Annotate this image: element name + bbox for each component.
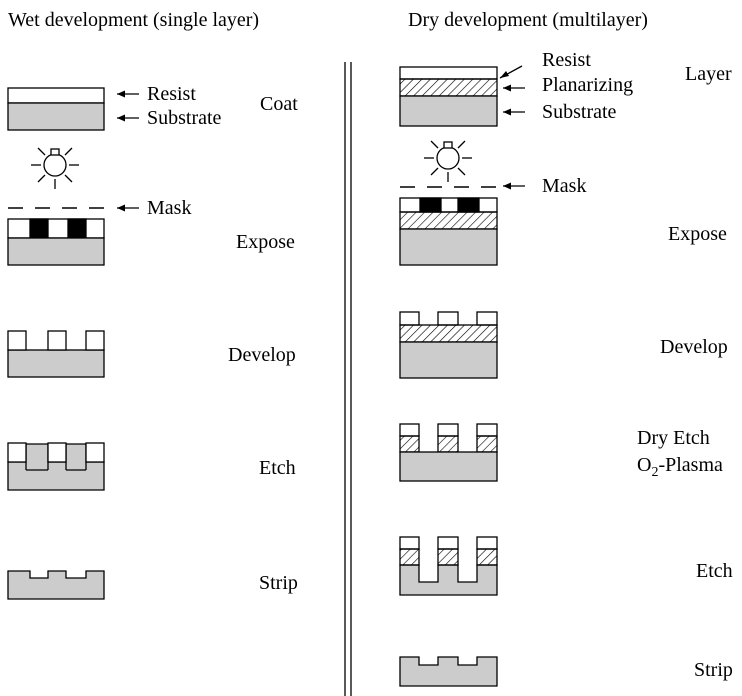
dry-step-o2-plasma: O2-Plasma <box>637 454 723 480</box>
dry-resist-label: Resist <box>542 49 591 71</box>
dry-coat-stack <box>399 66 498 127</box>
wet-step-coat: Coat <box>260 93 298 115</box>
arrow-left-icon <box>116 113 140 123</box>
light-bulb-icon <box>30 147 80 190</box>
wet-resist-label: Resist <box>147 83 196 105</box>
arrow-left-icon <box>116 203 140 213</box>
dry-step-strip: Strip <box>694 659 733 681</box>
wet-step-strip: Strip <box>259 572 298 594</box>
dry-expose-stack <box>399 197 498 266</box>
dry-step-dry-etch: Dry Etch <box>637 427 710 449</box>
dry-planarizing-label: Planarizing <box>542 74 633 96</box>
wet-step-etch: Etch <box>259 457 296 479</box>
dry-substrate-label: Substrate <box>542 101 617 123</box>
dry-step-develop: Develop <box>660 336 728 358</box>
wet-column-header: Wet development (single layer) <box>8 9 259 31</box>
wet-coat-stack <box>7 87 105 131</box>
wet-substrate-label: Substrate <box>147 107 222 129</box>
arrow-left-icon <box>502 83 526 93</box>
wet-etch-stack <box>7 442 105 491</box>
arrow-left-icon <box>116 89 140 99</box>
column-divider <box>344 62 352 696</box>
wet-step-expose: Expose <box>236 231 295 253</box>
light-bulb-icon <box>423 140 473 183</box>
dry-step-etch: Etch <box>696 560 733 582</box>
arrow-left-icon <box>502 181 526 191</box>
dry-dryetch-stack <box>399 423 498 482</box>
arrow-left-icon <box>502 107 526 117</box>
dry-layer-label: Layer <box>685 63 732 85</box>
dry-mask-label: Mask <box>542 175 586 197</box>
wet-expose-stack <box>7 218 105 266</box>
dry-develop-stack <box>399 311 498 379</box>
wet-mask-label: Mask <box>147 197 191 219</box>
dry-step-expose: Expose <box>668 223 727 245</box>
dry-etch-stack <box>399 536 498 596</box>
wet-step-develop: Develop <box>228 344 296 366</box>
wet-strip-stack <box>7 570 105 600</box>
arrow-left-icon <box>500 71 509 78</box>
wet-develop-stack <box>7 330 105 378</box>
dry-column-header: Dry development (multilayer) <box>408 9 648 31</box>
dry-strip-stack <box>399 656 498 687</box>
